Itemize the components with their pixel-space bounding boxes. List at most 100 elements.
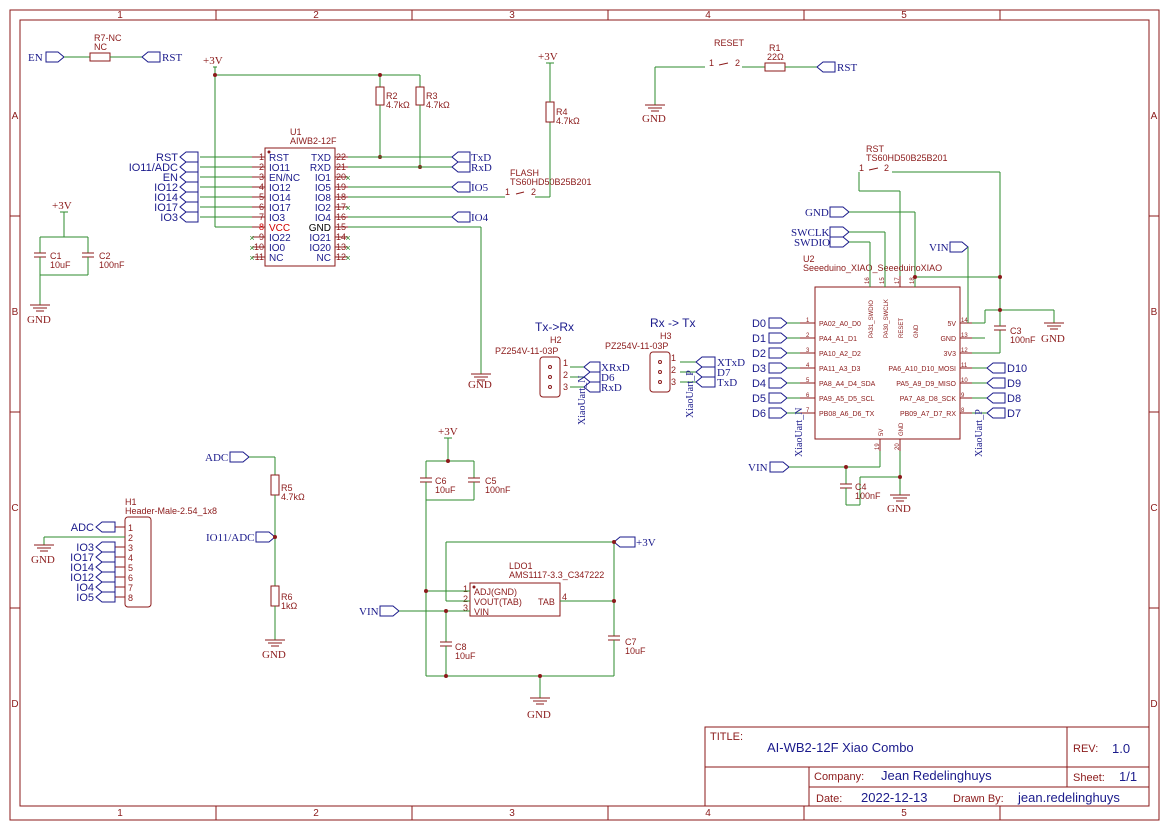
u2-pin-number: 13 <box>961 333 968 339</box>
h3-pin: 2 <box>671 365 676 375</box>
row-label-left: C <box>11 503 18 514</box>
row-label-right: B <box>1151 307 1158 318</box>
u1-pin-number: 4 <box>259 182 264 192</box>
net-label: D2 <box>752 348 766 360</box>
net-flag <box>986 392 1006 404</box>
net-label-rxd: RxD <box>471 162 492 174</box>
u2-pin-name: PA11_A3_D3 <box>819 366 860 373</box>
h1-pin-number: 8 <box>128 593 133 603</box>
net-flag-vin <box>769 461 790 473</box>
h1-pin-number: 5 <box>128 563 133 573</box>
u1-pin-number: 14 <box>336 232 346 242</box>
reset-pin1: 1 <box>709 58 714 68</box>
u2-pin-name: 5V <box>879 429 885 436</box>
net-label: VIN <box>929 242 949 254</box>
row-label-right: D <box>1150 699 1157 710</box>
net-label-xiaouart-n: XiaoUart_N <box>577 376 588 425</box>
net-label: EN <box>163 172 178 184</box>
net-flag <box>179 151 199 163</box>
u2-pin-name: 5V <box>947 321 956 328</box>
u2-pin-number: 18 <box>910 277 916 284</box>
u2-pin-number: 6 <box>806 393 810 399</box>
col-label-top: 5 <box>901 10 907 21</box>
net-label: IO17 <box>154 202 178 214</box>
net-flag-vin <box>379 605 400 617</box>
h2-title: Tx->Rx <box>535 320 574 334</box>
u1-pin-number: 1 <box>259 152 264 162</box>
net-label: IO11/ADC <box>129 162 178 174</box>
net-label-io5: IO5 <box>471 182 489 194</box>
net-flag-adc <box>229 451 250 463</box>
net-label: IO3 <box>76 542 94 554</box>
u1-pin-name: IO14 <box>269 193 291 204</box>
drawn-by-value: jean.redelinghuys <box>1017 790 1120 805</box>
net-flag-xtxd <box>695 356 716 368</box>
rev-label: REV: <box>1073 743 1098 755</box>
net-label: IO14 <box>70 562 94 574</box>
u2-pin-name: GND <box>914 324 920 338</box>
gnd-label: GND <box>1041 333 1065 345</box>
h2-value: PZ254V-11-03P <box>495 346 558 356</box>
net-flag <box>768 377 788 389</box>
r7-block: EN RST R7-NC NC <box>28 33 182 64</box>
resistor-r5 <box>270 474 280 496</box>
net-label: D6 <box>601 372 615 384</box>
net-flag-io4 <box>451 211 471 223</box>
col-label-top: 2 <box>313 10 319 21</box>
r5-value: 4.7kΩ <box>281 492 305 502</box>
gnd-label: GND <box>527 709 551 721</box>
resistor-r2 <box>375 86 385 106</box>
no-connect-mark: × <box>249 243 254 253</box>
u2-pin-name: PA6_A10_D10_MOSI <box>888 366 956 373</box>
u2-pin-name: PA10_A2_D2 <box>819 351 861 358</box>
h3-title: Rx -> Tx <box>650 316 695 330</box>
r3-value: 4.7kΩ <box>426 100 450 110</box>
u2-pin-name: PA02_A0_D0 <box>819 321 861 328</box>
net-label: SWCLK <box>791 227 830 239</box>
net-flag <box>179 161 199 173</box>
ldo-pin-name: TAB <box>538 597 555 607</box>
u2-pin-number: 17 <box>895 277 901 284</box>
u2-pin-number: 1 <box>806 318 810 324</box>
net-label-xiaouart-n: XiaoUart_N <box>794 408 805 457</box>
net-label: D4 <box>752 378 766 390</box>
net-flag <box>95 591 116 603</box>
net-label: IO12 <box>154 182 178 194</box>
net-flag-txd <box>451 151 471 163</box>
u1-pin-name: IO4 <box>315 213 332 224</box>
u2-pin-number: 5 <box>806 378 810 384</box>
h1-ref: H1 <box>125 497 137 507</box>
u1-pin-name: IO0 <box>269 243 286 254</box>
u2-pin-number: 10 <box>961 378 968 384</box>
c8-value: 10uF <box>455 651 476 661</box>
h3-body <box>649 351 671 393</box>
u1-pin-name: IO1 <box>315 173 332 184</box>
net-label: IO17 <box>70 552 94 564</box>
net-flag <box>179 191 199 203</box>
net-flag-p3v <box>613 536 636 548</box>
col-label-bottom: 4 <box>705 808 711 819</box>
net-flag <box>768 317 788 329</box>
u1-pin-number: 3 <box>259 172 264 182</box>
net-flag-rst <box>141 51 161 63</box>
ldo-pin-num: 4 <box>562 592 567 602</box>
resistor-r6 <box>270 585 280 607</box>
u1-pin-number: 5 <box>259 192 264 202</box>
net-label: IO5 <box>76 592 94 604</box>
col-label-top: 4 <box>705 10 711 21</box>
net-label: VIN <box>748 462 768 474</box>
no-connect-mark: × <box>249 233 254 243</box>
u1-pin-number: 18 <box>336 192 346 202</box>
net-flag <box>768 392 788 404</box>
net-label: D7 <box>717 367 731 379</box>
net-flag <box>179 211 199 223</box>
h3-pin: 3 <box>671 377 676 387</box>
u1-pin-name: TXD <box>311 153 331 164</box>
net-flag <box>95 551 116 563</box>
u2-body <box>814 286 961 440</box>
decoupling-c1-c2: +3V GND C1 10uF C2 100nF <box>27 200 125 326</box>
u1-pin-name: IO22 <box>269 233 291 244</box>
net-flag-rxd <box>583 381 601 393</box>
rst-switch: RST TS60HD50B25B201 1 2 <box>858 144 1001 310</box>
